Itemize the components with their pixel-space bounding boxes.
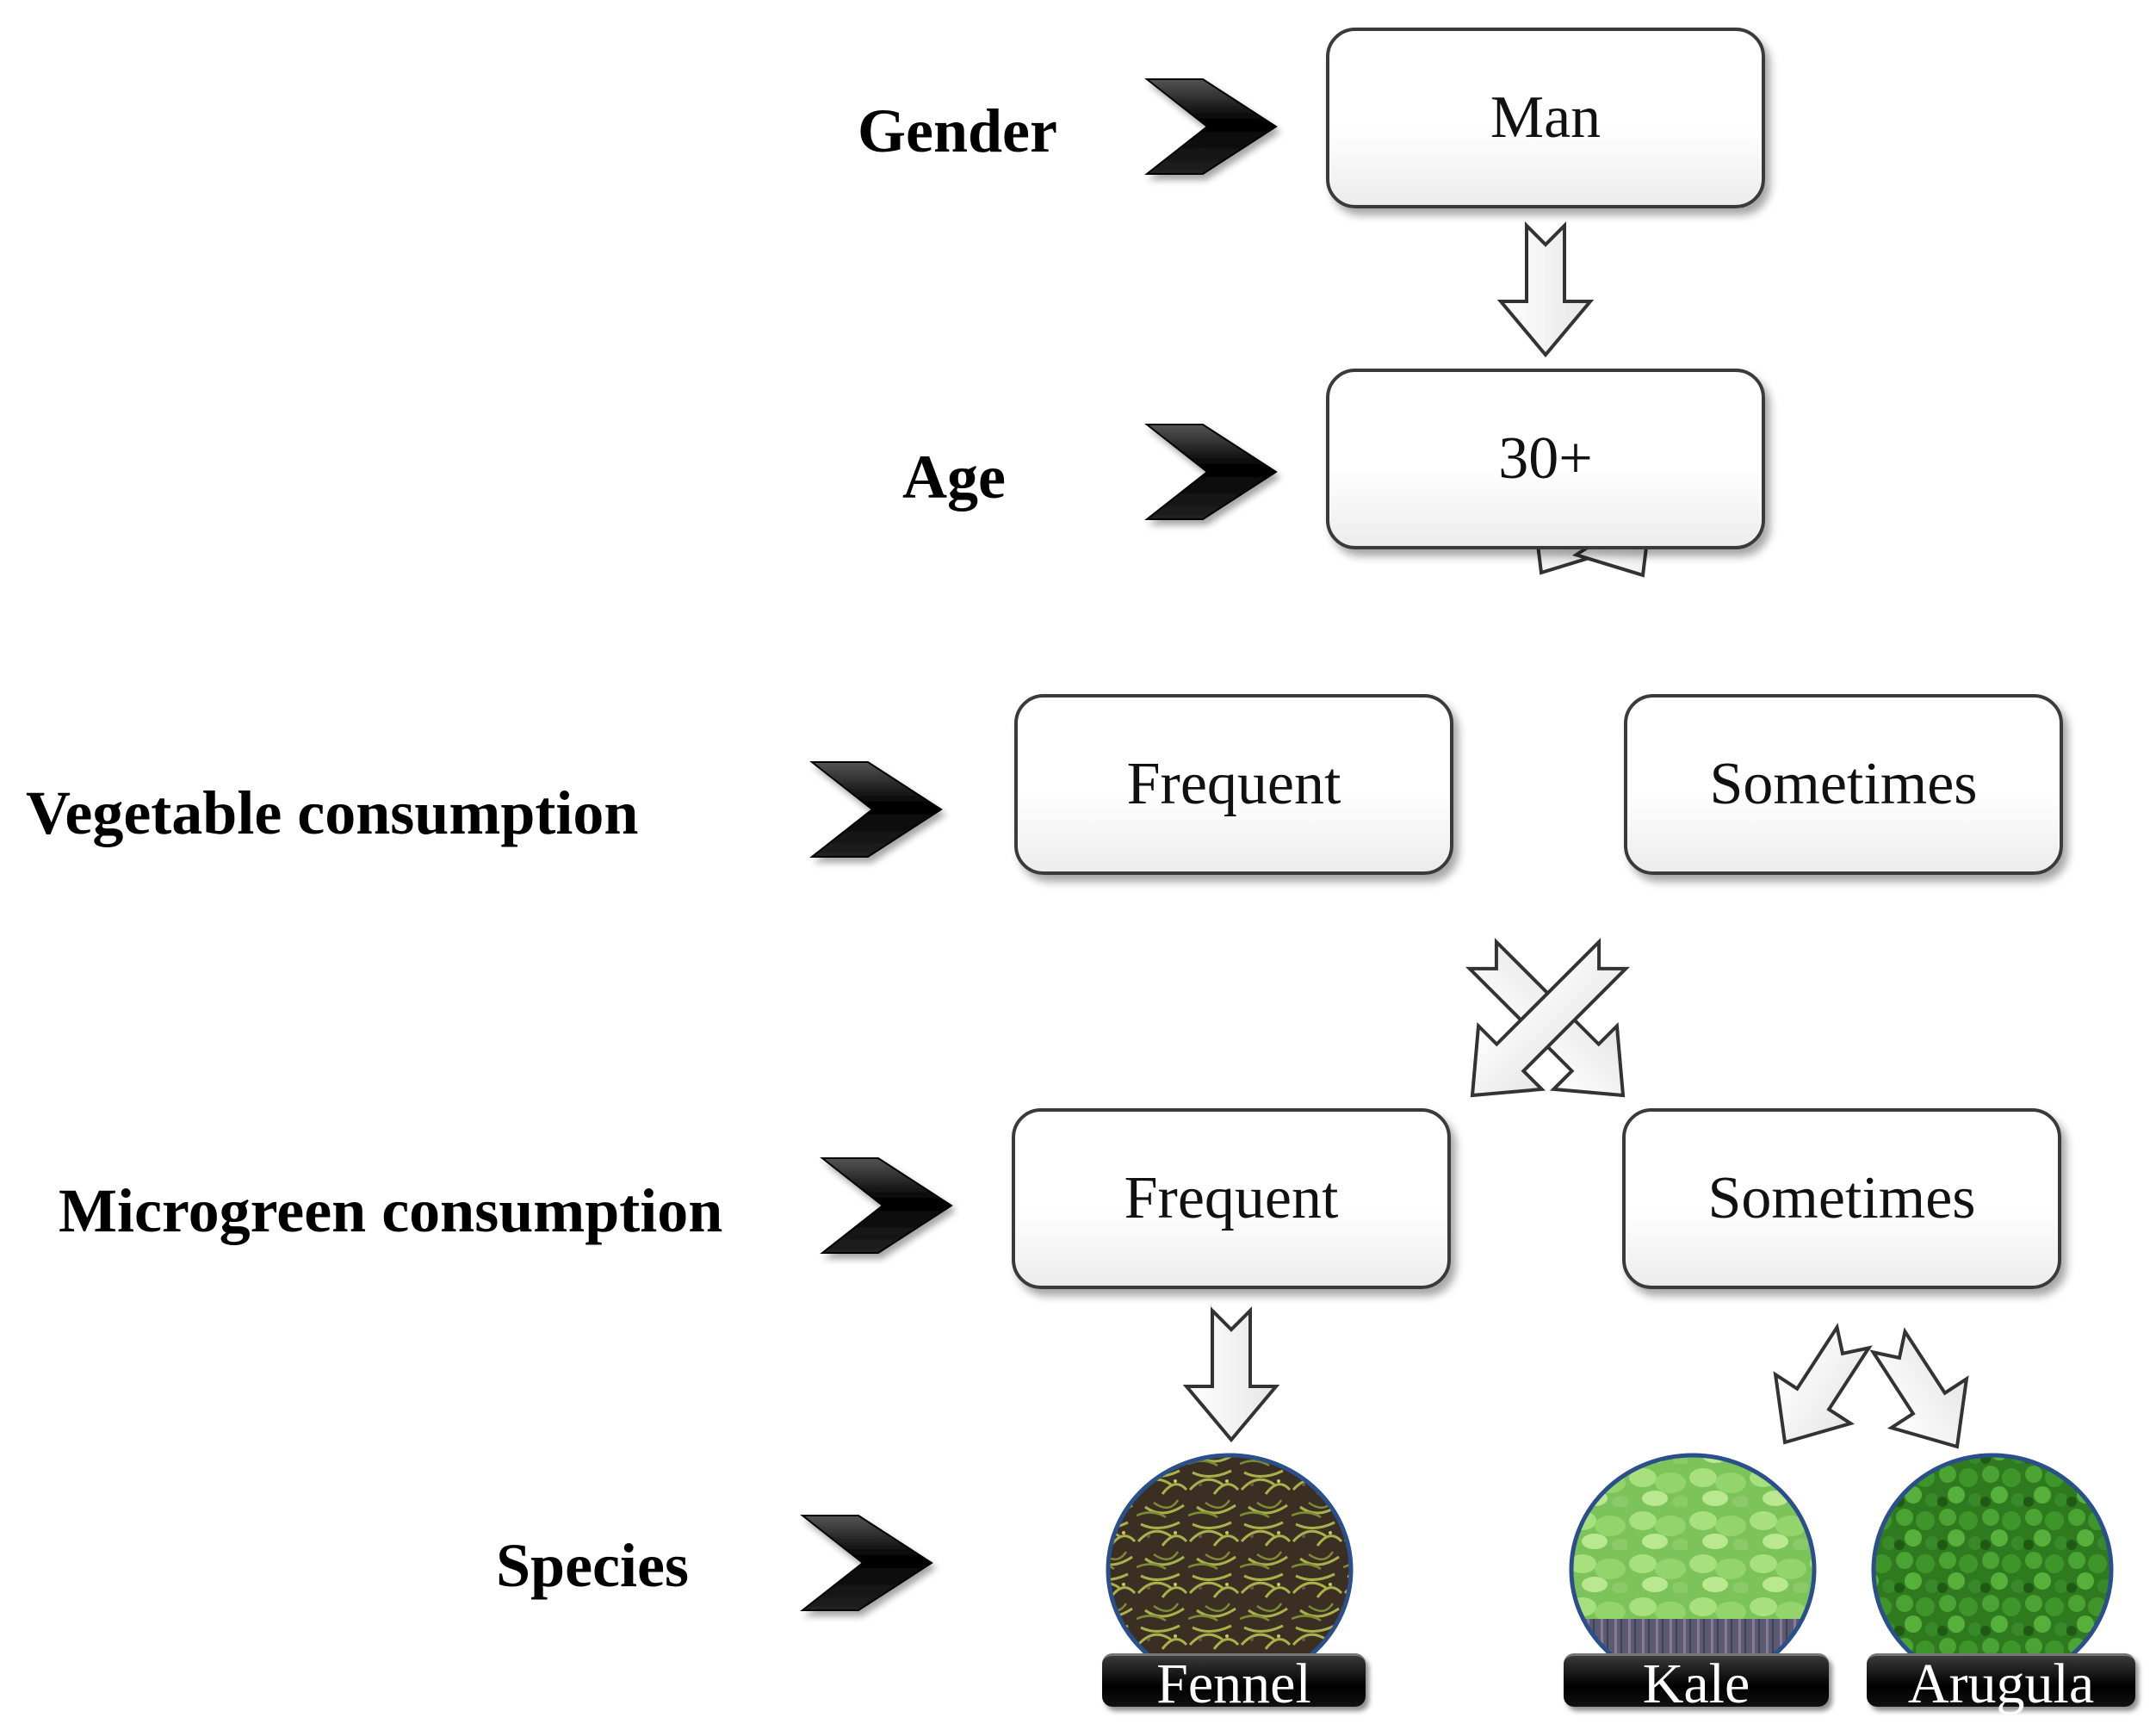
arugula-image xyxy=(1871,1453,2114,1687)
kale-image xyxy=(1569,1453,1817,1687)
diagonal-arrow-icon xyxy=(1470,937,1631,1098)
diagonal-arrow-icon xyxy=(1869,1327,1969,1449)
gender-label: Gender xyxy=(858,96,1057,165)
diagonal-arrow-icon xyxy=(1773,1323,1873,1445)
age-arrow-icon xyxy=(1144,424,1278,520)
species-label: Species xyxy=(496,1531,689,1600)
species-name-arugula: Arugula xyxy=(1867,1653,2135,1712)
down-arrow-icon xyxy=(1496,221,1595,358)
vegetable-frequent-text: Frequent xyxy=(1126,751,1341,817)
microgreen-arrow-icon xyxy=(820,1157,953,1254)
gender-man-text: Man xyxy=(1490,84,1602,151)
down-arrow-icon xyxy=(1182,1306,1280,1443)
vegetable-arrow-icon xyxy=(809,761,943,858)
age-30-plus-text: 30+ xyxy=(1498,425,1593,492)
vegetable-sometimes-box: Sometimes xyxy=(1624,694,2063,875)
age-30-plus-box: 30+ xyxy=(1326,369,1765,549)
vegetable-consumption-label: Vegetable consumption xyxy=(26,778,639,847)
microgreen-frequent-box: Frequent xyxy=(1012,1108,1451,1289)
microgreen-consumption-label: Microgreen consumption xyxy=(59,1176,723,1245)
gender-arrow-icon xyxy=(1144,78,1278,175)
microgreen-sometimes-box: Sometimes xyxy=(1622,1108,2061,1289)
age-label: Age xyxy=(902,443,1006,512)
species-name-kale: Kale xyxy=(1564,1653,1829,1712)
vegetable-sometimes-text: Sometimes xyxy=(1709,751,1978,817)
vegetable-frequent-box: Frequent xyxy=(1014,694,1453,875)
gender-man-box: Man xyxy=(1326,28,1765,208)
microgreen-sometimes-text: Sometimes xyxy=(1707,1165,1976,1231)
species-arrow-icon xyxy=(800,1515,933,1611)
microgreen-frequent-text: Frequent xyxy=(1124,1165,1339,1231)
species-name-fennel: Fennel xyxy=(1102,1653,1366,1712)
